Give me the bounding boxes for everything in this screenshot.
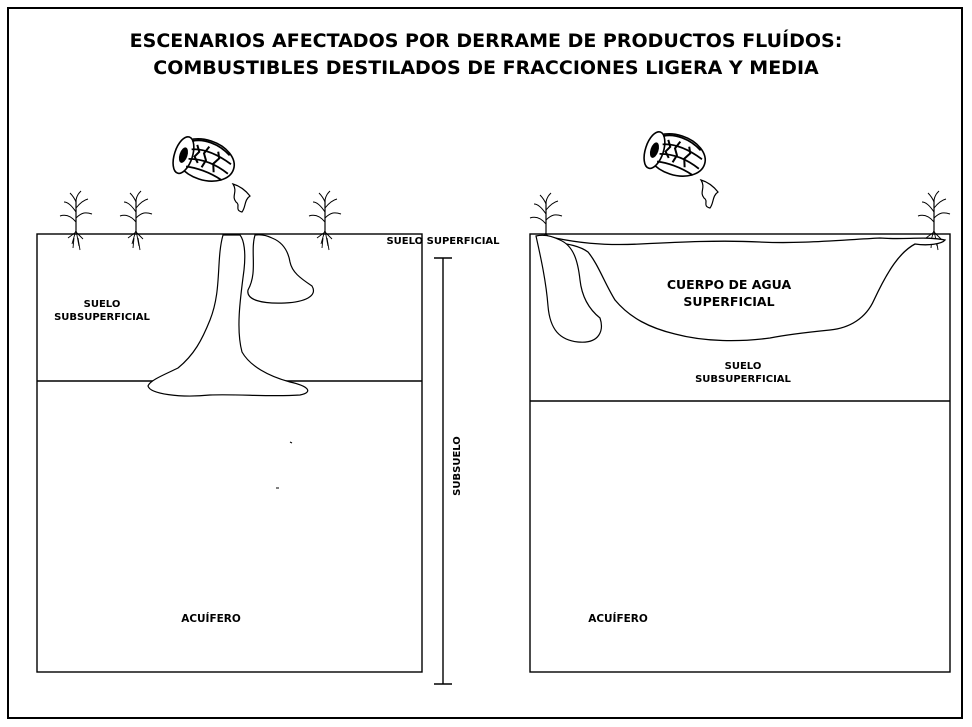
left-subsoil-label-1: SUELO [84,299,121,310]
right-aquifer-label: ACUÍFERO [588,612,648,625]
plant-icon [308,190,342,251]
diagram-title: ESCENARIOS AFECTADOS POR DERRAME DE PROD… [0,28,972,82]
right-soil-block [529,233,951,673]
right-subsoil-label-1: SUELO [725,361,762,372]
right-scenario: CUERPO DE AGUA SUPERFICIAL SUELO SUBSUPE… [529,125,951,673]
subsuelo-label: SUBSUELO [452,436,463,496]
surface-water-body [554,237,947,342]
spill-stream [231,182,251,213]
right-contaminant-plume [535,234,602,343]
drum-icon [168,130,241,191]
suelo-superficial-label: SUELO SUPERFICIAL [386,236,500,247]
left-aquifer-label: ACUÍFERO [181,612,241,625]
left-scenario: SUELO SUBSUPERFICIAL ACUÍFERO [36,130,423,673]
diagram-frame [7,7,963,719]
title-line-2: COMBUSTIBLES DESTILADOS DE FRACCIONES LI… [153,57,819,79]
left-soil-block [36,233,423,673]
plant-icon [119,190,153,251]
spill-stream [699,178,719,209]
drum-icon [639,125,712,186]
title-line-1: ESCENARIOS AFECTADOS POR DERRAME DE PROD… [129,30,843,52]
right-subsoil-label-2: SUBSUPERFICIAL [695,374,791,385]
left-secondary-plume [247,234,314,304]
water-body-label-1: CUERPO DE AGUA [667,277,792,292]
left-contaminant-plume [147,234,309,397]
water-body-label-2: SUPERFICIAL [683,294,774,309]
plant-icon [59,190,93,251]
center-scale: SUELO SUPERFICIAL SUBSUELO [386,236,500,685]
left-subsoil-label-2: SUBSUPERFICIAL [54,312,150,323]
